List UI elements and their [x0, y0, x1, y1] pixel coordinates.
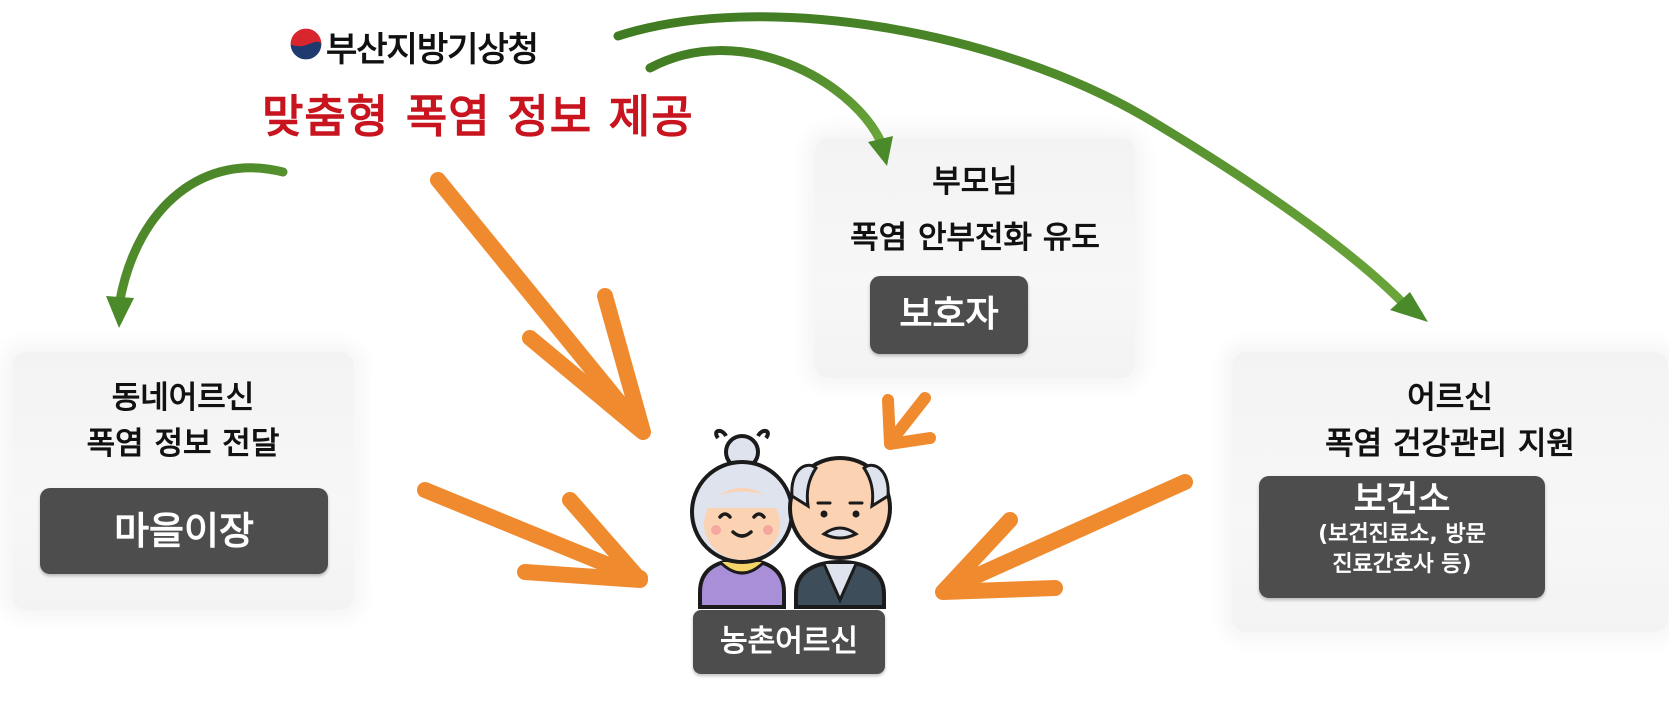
village-chief-caption-line1: 동네어르신	[111, 380, 255, 416]
health-center-caption-line2: 폭염 건강관리 지원	[1325, 426, 1575, 462]
village-chief-caption-line2: 폭염 정보 전달	[86, 426, 280, 462]
rural-elders-label-box: 농촌어르신	[693, 610, 885, 674]
health-center-role-box: 보건소 (보건진료소, 방문 진료간호사 등)	[1259, 476, 1545, 598]
orange-arrow-from-kma	[430, 172, 651, 440]
orange-arrow-from-guardian	[882, 392, 936, 450]
orange-arrow-from-village-chief	[417, 482, 648, 588]
guardian-caption-line1: 부모님	[932, 164, 1018, 200]
guardian-caption-line2: 폭염 안부전화 유도	[850, 220, 1100, 256]
village-chief-role-box: 마을이장	[40, 488, 328, 574]
health-center-role-detail-line1: (보건진료소, 방문	[1318, 522, 1486, 547]
rural-elders-label: 농촌어르신	[720, 624, 858, 659]
guardian-role-label: 보호자	[899, 294, 999, 335]
green-arrow-to-guardian	[645, 46, 893, 166]
guardian-role-box: 보호자	[870, 276, 1028, 354]
agency-name: 부산지방기상청	[326, 30, 539, 70]
health-center-caption-line1: 어르신	[1407, 380, 1493, 416]
kma-logo	[289, 27, 323, 61]
health-center-role-label: 보건소	[1353, 480, 1451, 520]
health-center-role-detail-line2: 진료간호사 등)	[1332, 552, 1472, 577]
green-arrow-to-village-chief	[106, 163, 288, 328]
green-arrow-to-health-center	[613, 12, 1428, 322]
orange-arrow-from-health-center	[935, 474, 1193, 600]
village-chief-role-label: 마을이장	[114, 509, 254, 553]
elderly-couple-illustration	[690, 429, 892, 609]
service-title: 맞춤형 폭염 정보 제공	[262, 90, 694, 143]
